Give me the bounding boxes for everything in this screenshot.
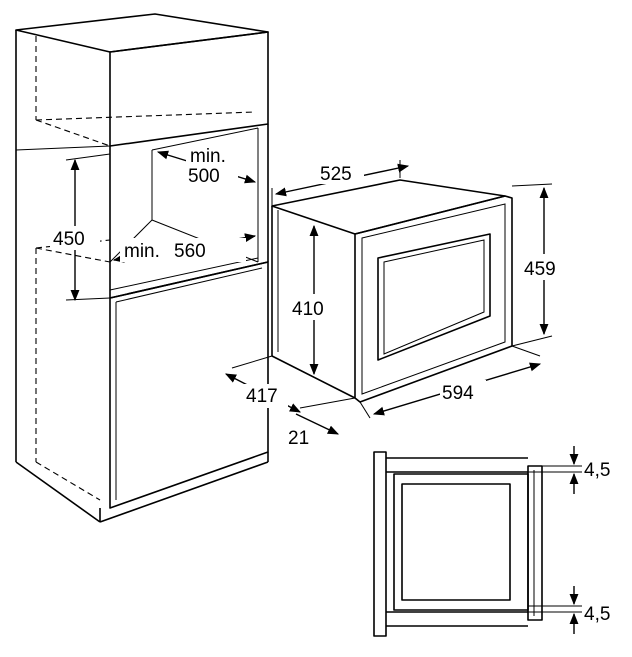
label-500: 500 <box>188 166 220 187</box>
label-bottom-gap: 4,5 <box>584 604 610 625</box>
cabinet-dimensions: 450 min. 500 min. 560 <box>50 146 257 302</box>
section-view: 4,5 4,5 <box>373 446 610 637</box>
label-525: 525 <box>320 164 352 185</box>
label-417: 417 <box>246 386 278 407</box>
label-459: 459 <box>524 259 556 280</box>
label-410: 410 <box>292 299 324 320</box>
tall-cabinet <box>15 13 269 523</box>
label-450: 450 <box>53 229 85 250</box>
appliance <box>271 179 513 403</box>
label-594: 594 <box>442 383 474 404</box>
label-min-560-prefix: min. <box>124 241 160 262</box>
appliance-dimensions: 525 459 410 594 417 21 <box>225 160 570 449</box>
label-560: 560 <box>174 241 206 262</box>
label-21: 21 <box>288 428 309 449</box>
thickness-21-arrow <box>295 413 340 435</box>
label-top-gap: 4,5 <box>584 460 610 481</box>
label-min-500-prefix: min. <box>190 146 226 167</box>
